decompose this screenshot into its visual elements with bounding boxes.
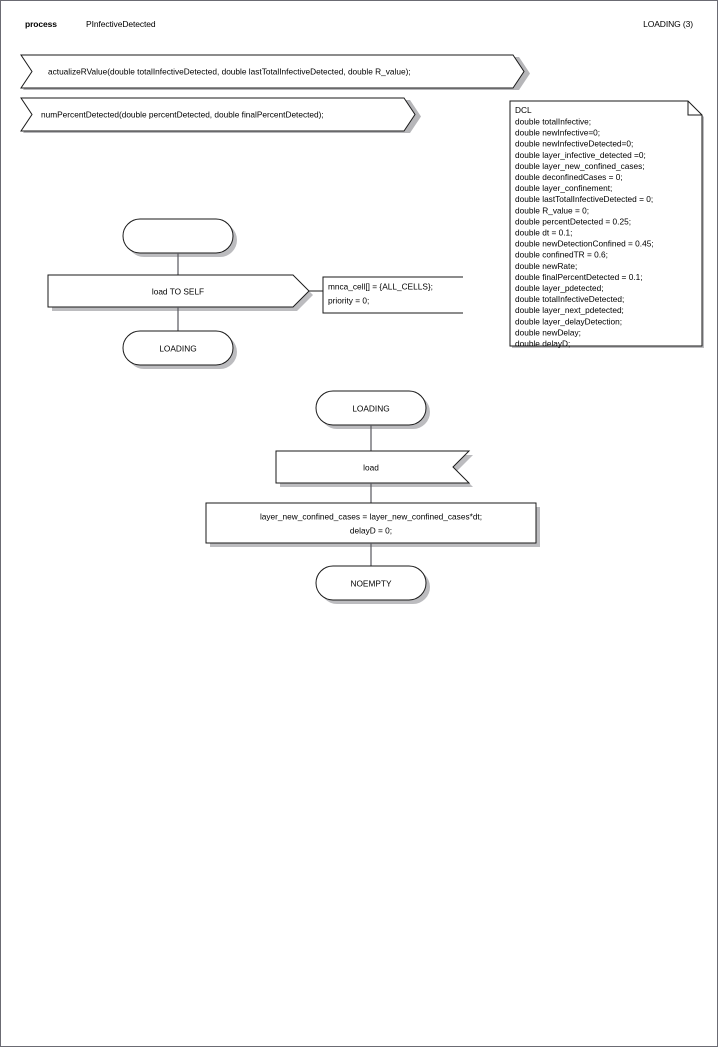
procedure-call-text-1: actualizeRValue(double totalInfectiveDet… bbox=[48, 67, 411, 77]
declaration-line-group: double totalInfective;double newInfectiv… bbox=[515, 117, 654, 349]
input-shape-outline bbox=[275, 450, 471, 484]
state-node-noempty-outline bbox=[315, 565, 427, 601]
declaration-line: double R_value = 0; bbox=[515, 205, 589, 215]
comment-box-line-1: mnca_cell[] = {ALL_CELLS}; bbox=[328, 282, 433, 292]
declaration-box-title: DCL bbox=[515, 105, 532, 115]
page-state-label: LOADING (3) bbox=[643, 19, 693, 29]
comment-box[interactable]: mnca_cell[] = {ALL_CELLS}; priority = 0; bbox=[322, 276, 463, 314]
declaration-line: double layer_new_confined_cases; bbox=[515, 161, 645, 171]
state-node-loading-lower[interactable]: LOADING bbox=[315, 390, 430, 429]
output-shape-load-to-self[interactable]: load TO SELF bbox=[47, 274, 313, 311]
declaration-line: double confinedTR = 0.6; bbox=[515, 250, 608, 260]
state-node-start[interactable] bbox=[122, 218, 237, 257]
declaration-line: double layer_confinement; bbox=[515, 183, 612, 193]
input-shape-label: load bbox=[363, 463, 379, 473]
task-shape-line-1: layer_new_confined_cases = layer_new_con… bbox=[260, 512, 482, 522]
procedure-call-shape-2[interactable]: numPercentDetected(double percentDetecte… bbox=[20, 97, 421, 133]
declaration-box-fold-icon bbox=[687, 101, 702, 116]
state-node-loading-lower-label: LOADING bbox=[352, 404, 389, 414]
declaration-line: double newDelay; bbox=[515, 327, 581, 337]
input-shape-load[interactable]: load bbox=[275, 450, 473, 487]
comment-box-line-2: priority = 0; bbox=[328, 296, 369, 306]
declaration-line: double finalPercentDetected = 0.1; bbox=[515, 272, 643, 282]
declaration-line: double newRate; bbox=[515, 261, 577, 271]
declaration-line: double newInfective=0; bbox=[515, 128, 600, 138]
comment-box-outline bbox=[322, 276, 463, 314]
declaration-line: double deconfinedCases = 0; bbox=[515, 172, 623, 182]
declaration-line: double totalInfective; bbox=[515, 117, 591, 127]
state-node-loading-upper[interactable]: LOADING bbox=[122, 330, 237, 369]
state-node-noempty-label: NOEMPTY bbox=[350, 579, 391, 589]
declaration-line: double percentDetected = 0.25; bbox=[515, 216, 631, 226]
procedure-call-outline-1 bbox=[20, 54, 525, 89]
declaration-box-outline bbox=[509, 100, 703, 347]
declaration-line: double newInfectiveDetected=0; bbox=[515, 139, 633, 149]
declaration-line: double totalInfectiveDetected; bbox=[515, 294, 624, 304]
procedure-call-shape-1[interactable]: actualizeRValue(double totalInfectiveDet… bbox=[20, 54, 530, 90]
declaration-line: double layer_infective_detected =0; bbox=[515, 150, 646, 160]
state-node-loading-upper-outline bbox=[122, 330, 234, 366]
task-shape[interactable]: layer_new_confined_cases = layer_new_con… bbox=[205, 502, 540, 547]
state-node-start-outline bbox=[122, 218, 234, 254]
declaration-line: double layer_next_pdetected; bbox=[515, 305, 624, 315]
process-name-label: PInfectiveDetected bbox=[86, 19, 156, 29]
declaration-line: double lastTotalInfectiveDetected = 0; bbox=[515, 194, 653, 204]
state-node-loading-upper-label: LOADING bbox=[159, 344, 196, 354]
state-node-noempty[interactable]: NOEMPTY bbox=[315, 565, 430, 604]
declaration-line: double layer_delayDetection; bbox=[515, 316, 622, 326]
task-shape-line-2: delayD = 0; bbox=[350, 526, 392, 536]
declaration-line: double layer_pdetected; bbox=[515, 283, 604, 293]
procedure-call-text-2: numPercentDetected(double percentDetecte… bbox=[41, 110, 324, 120]
declaration-line: double dt = 0.1; bbox=[515, 228, 572, 238]
process-kind-label: process bbox=[25, 19, 57, 29]
declaration-box[interactable]: DCL double totalInfective;double newInfe… bbox=[509, 100, 704, 349]
output-shape-label: load TO SELF bbox=[152, 287, 204, 297]
output-shape-outline bbox=[47, 274, 310, 308]
procedure-call-outline-2 bbox=[20, 97, 416, 132]
declaration-line: double delayD; bbox=[515, 339, 570, 349]
declaration-line: double newDetectionConfined = 0.45; bbox=[515, 239, 654, 249]
task-shape-outline bbox=[205, 502, 537, 544]
